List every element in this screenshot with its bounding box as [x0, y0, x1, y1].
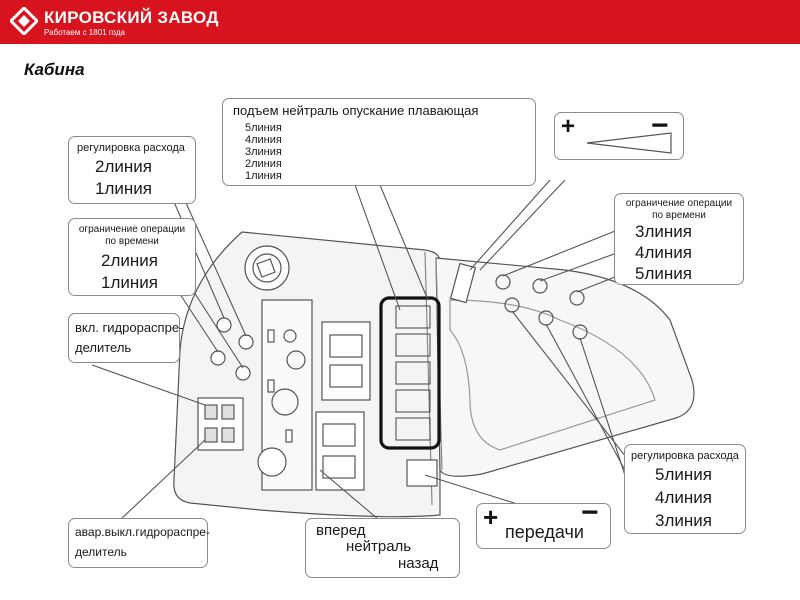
right-time-knob-5	[569, 290, 585, 306]
distributor-switch-4	[221, 427, 235, 443]
right-flow-line-3: 3линия	[655, 511, 712, 530]
right-time-line-3: 3линия	[635, 222, 692, 241]
leader-emergency	[119, 439, 206, 521]
distributor-switch-2	[221, 404, 235, 420]
leader-top	[354, 184, 401, 311]
hydraulic-line-5: 5линия	[245, 122, 282, 134]
callout-distributor-on: вкл. гидрораспре- делитель	[68, 313, 184, 363]
gears-plus-icon: +	[483, 502, 499, 532]
knob-flow-2	[238, 334, 254, 350]
right-flow-line-4: 4линия	[655, 488, 712, 507]
left-flow-line-2: 2линия	[95, 157, 152, 176]
strip-tab-2	[267, 379, 275, 393]
right-panel-outline	[435, 257, 695, 477]
strip-knob-2	[286, 350, 306, 370]
left-flow-title: регулировка расхода	[77, 142, 185, 154]
right-time-knob-4	[532, 278, 548, 294]
hydraulic-line-4: 4линия	[245, 134, 282, 146]
switch-window-upper	[321, 321, 371, 401]
leader-gears	[424, 474, 531, 509]
strip-knob-3	[271, 388, 299, 416]
strip-knob-4	[257, 447, 287, 477]
direction-reverse: назад	[398, 555, 439, 572]
distributor-on-line-2: делитель	[75, 340, 132, 355]
right-flow-knob-5	[504, 297, 520, 313]
leader-throttle	[469, 179, 551, 271]
callout-distributor-emergency-off: авар.выкл.гидрораспре- делитель	[68, 518, 210, 568]
right-flow-line-5: 5линия	[655, 465, 712, 484]
strip-tab-1	[267, 329, 275, 343]
leader-left-flow-1	[167, 187, 225, 319]
right-time-knob-3	[495, 274, 511, 290]
brand-tagline: Работаем с 1801 года	[44, 28, 125, 37]
callout-gears: + − передачи	[476, 496, 611, 549]
emergency-off-line-2: делитель	[75, 545, 127, 559]
hydraulic-line-3: 3линия	[245, 146, 282, 158]
gauge-mark	[256, 258, 276, 278]
direction-neutral: нейтраль	[346, 538, 412, 555]
callout-hydraulic-positions: подъем нейтраль опускание плавающая 5лин…	[222, 98, 536, 186]
leader-throttle-2	[479, 179, 566, 271]
leader-top-2	[379, 184, 429, 301]
page-title: Кабина	[24, 60, 85, 79]
gears-minus-icon: −	[581, 496, 599, 529]
switch-window-upper-a	[329, 334, 363, 358]
throttle-lever	[449, 262, 477, 304]
callout-left-flow-adjust: регулировка расхода 2линия 1линия	[68, 136, 196, 204]
callout-left-time-limit: ограничение операции по времени 2линия 1…	[68, 218, 196, 296]
callout-throttle: + −	[554, 109, 684, 160]
callout-direction: вперед нейтраль назад	[305, 518, 460, 578]
distributor-switch-1	[204, 404, 218, 420]
left-time-line-1: 1линия	[101, 273, 158, 292]
left-time-title-1: ограничение операции	[78, 224, 186, 235]
distributor-switch-3	[204, 427, 218, 443]
leader-right-flow-5	[511, 310, 641, 476]
gear-lever-base	[406, 459, 438, 487]
kirovsky-logo-icon	[10, 7, 38, 35]
throttle-plus-icon: +	[561, 113, 576, 140]
leader-distributor	[91, 364, 206, 406]
strip-knob-1	[283, 329, 297, 343]
direction-forward: вперед	[316, 522, 366, 539]
switch-window-upper-b	[329, 364, 363, 388]
gears-label: передачи	[505, 522, 584, 542]
leader-direction	[319, 469, 386, 526]
knob-flow-1	[216, 317, 232, 333]
left-time-title-2: по времени	[105, 236, 159, 247]
right-time-title-1: ограничение операции	[625, 198, 733, 209]
emergency-off-line-1: авар.выкл.гидрораспре-	[75, 525, 210, 539]
strip-tab-3	[285, 429, 293, 443]
hydraulic-levers-highlight	[379, 296, 441, 450]
hydraulic-positions-title: подъем нейтраль опускание плавающая	[233, 103, 479, 118]
brand-name: КИРОВСКИЙ ЗАВОД	[44, 8, 219, 27]
hydraulic-line-1: 1линия	[245, 170, 282, 182]
callout-right-flow-adjust: регулировка расхода 5линия 4линия 3линия	[624, 444, 746, 534]
gauge-inner	[252, 253, 282, 283]
callout-right-time-limit: ограничение операции по времени 3линия 4…	[614, 193, 744, 285]
leader-right-time-3	[502, 226, 626, 277]
right-time-title-2: по времени	[652, 210, 706, 221]
right-time-line-5: 5линия	[635, 264, 692, 283]
switch-window-lower-a	[322, 423, 356, 447]
right-flow-title: регулировка расхода	[631, 450, 739, 462]
knob-time-1	[210, 350, 226, 366]
right-panel-contour	[449, 299, 656, 451]
distributor-on-line-1: вкл. гидрораспре-	[75, 320, 184, 335]
hydraulic-line-2: 2линия	[245, 158, 282, 170]
switch-window-lower-b	[322, 455, 356, 479]
right-time-line-4: 4линия	[635, 243, 692, 262]
hydraulic-levers	[395, 305, 431, 441]
left-flow-line-1: 1линия	[95, 179, 152, 198]
knob-time-2	[235, 365, 251, 381]
throttle-wedge-icon	[586, 132, 672, 154]
brand-header: КИРОВСКИЙ ЗАВОД Работаем с 1801 года	[0, 0, 800, 44]
left-time-line-2: 2линия	[101, 251, 158, 270]
leader-right-time-4	[539, 249, 626, 282]
switch-window-lower	[315, 411, 365, 491]
